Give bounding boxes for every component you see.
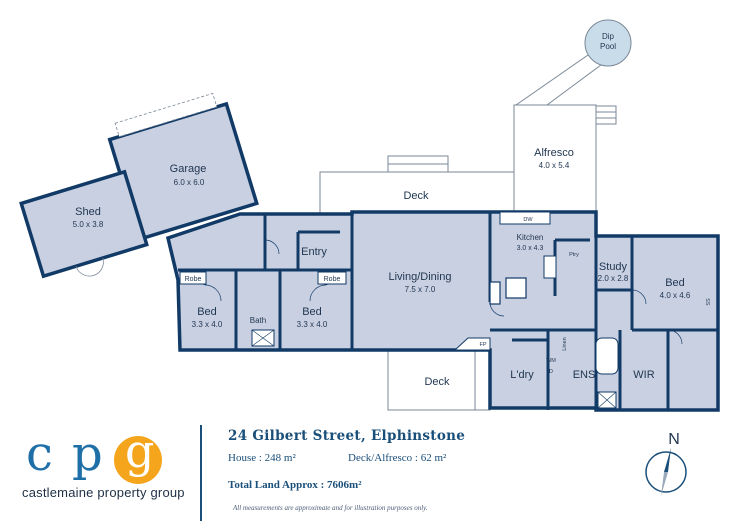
brand-name: castlemaine property group: [22, 485, 185, 500]
entry-label: Entry: [301, 246, 327, 258]
room-labels: Garage 6.0 x 6.0 Shed 5.0 x 3.8 Deck Alf…: [73, 147, 712, 388]
dryer-label: D: [549, 369, 553, 375]
interior-walls: [178, 212, 718, 410]
wm-label: WM: [546, 358, 556, 364]
shed-area: [19, 169, 149, 279]
dip-pool: [584, 19, 632, 67]
property-address: 24 Gilbert Street, Elphinstone: [228, 428, 466, 444]
bed2-dims: 3.3 x 4.0: [297, 320, 328, 329]
bed1-label: Bed: [197, 306, 217, 318]
laundry-label: L'dry: [510, 369, 534, 381]
alfresco-dims: 4.0 x 5.4: [539, 161, 570, 170]
wir-label: WIR: [633, 369, 654, 381]
door-swings: [204, 239, 683, 345]
dip-pool-label-2: Pool: [600, 42, 616, 51]
disclaimer: All measurements are approximate and for…: [233, 504, 428, 512]
total-land: Total Land Approx : 7606m²: [228, 479, 362, 491]
logo-letter-p: p: [72, 426, 103, 482]
deck-alfresco-area: Deck/Alfresco : 62 m²: [348, 452, 447, 464]
bed1-dims: 3.3 x 4.0: [192, 320, 223, 329]
kitchen-label: Kitchen: [517, 233, 544, 242]
bath-label: Bath: [250, 316, 266, 325]
fireplace-label: FP: [479, 342, 486, 348]
house-body: [165, 210, 720, 412]
alfresco-area: [513, 104, 597, 216]
dw-label: DW: [523, 217, 533, 223]
bed-master-label: Bed: [665, 277, 685, 289]
ens-label: ENS: [573, 369, 596, 381]
floor-plan: Dip Pool: [19, 19, 720, 412]
bed-master-dims: 4.0 x 4.6: [660, 291, 691, 300]
logo-circle: [114, 436, 162, 484]
logo-letter-g: g: [125, 424, 155, 478]
ens-bath: [595, 337, 619, 375]
logo-letter-c: c: [26, 426, 53, 482]
linen-label: Linen: [562, 337, 568, 350]
alfresco-label: Alfresco: [534, 147, 574, 159]
living-label: Living/Dining: [389, 271, 452, 283]
study-dims: 2.0 x 2.8: [598, 274, 629, 283]
shed-label: Shed: [75, 206, 101, 218]
shed-dims: 5.0 x 3.8: [73, 220, 104, 229]
house-area: House : 248 m²: [228, 452, 296, 464]
ss-label: SS: [706, 298, 712, 306]
cpg-logo: c p g: [22, 427, 162, 484]
robe1-label: Robe: [185, 276, 202, 283]
dip-pool-label-1: Dip: [602, 32, 615, 41]
bed2-label: Bed: [302, 306, 322, 318]
study-label: Study: [599, 261, 628, 273]
steps: [595, 105, 617, 125]
kitchen-bench: [499, 211, 551, 225]
pool-path: [515, 54, 606, 106]
living-dims: 7.5 x 7.0: [405, 285, 436, 294]
deck-top-label: Deck: [403, 190, 429, 202]
north-compass: N: [645, 431, 687, 496]
fireplace: [453, 337, 491, 351]
deck-bottom-label: Deck: [424, 376, 450, 388]
garage-label: Garage: [170, 163, 207, 175]
robe2-label: Robe: [324, 276, 341, 283]
compass-needle-south: [661, 472, 668, 496]
footer-divider: [200, 425, 202, 521]
garage-dims: 6.0 x 6.0: [174, 178, 205, 187]
pantry-label: Ptry: [569, 252, 579, 258]
kitchen-dims: 3.0 x 4.3: [517, 245, 544, 252]
compass-needle-north: [664, 448, 671, 472]
kitchen-island: [505, 277, 527, 299]
north-label: N: [668, 431, 680, 448]
